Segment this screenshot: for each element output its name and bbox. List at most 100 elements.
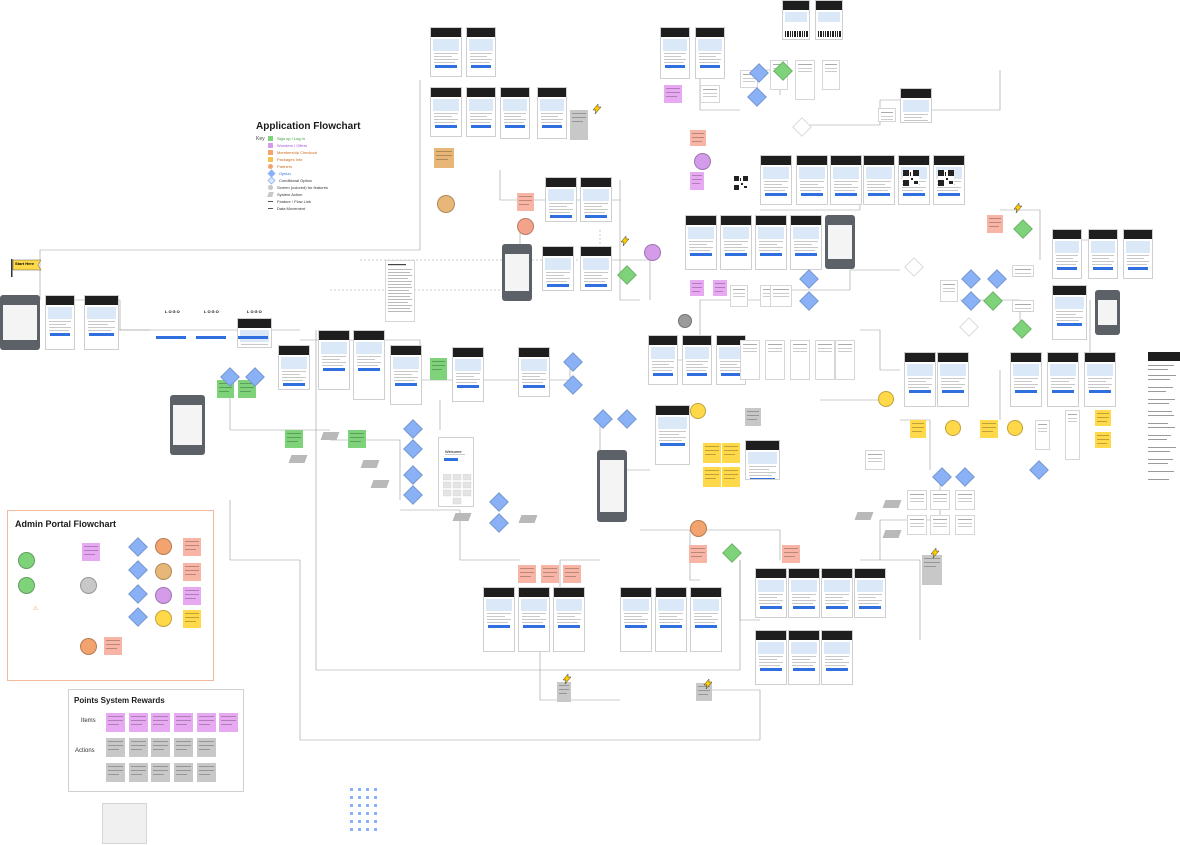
doc-card xyxy=(1065,410,1080,460)
sticky-note xyxy=(703,443,721,463)
key-item: System Action xyxy=(267,191,328,198)
wireframe-screen xyxy=(904,352,936,407)
qr-code-icon xyxy=(938,170,954,186)
admin-circle xyxy=(155,538,172,555)
sticky-note xyxy=(987,215,1003,233)
doc-card xyxy=(955,515,975,535)
reward-action-note xyxy=(106,738,125,757)
doc-card xyxy=(765,340,785,380)
admin-circle xyxy=(155,563,172,580)
doc-card xyxy=(865,450,885,470)
lightning-icon xyxy=(930,548,940,558)
wireframe-screen xyxy=(788,630,820,685)
wireframe-screen xyxy=(430,27,462,77)
sticky-note xyxy=(745,408,761,426)
key-item-label: Data Movement xyxy=(277,206,306,211)
key-item-label: Feature / Flow Link xyxy=(277,199,312,204)
admin-note xyxy=(183,610,201,628)
wireframe-screen xyxy=(900,88,932,123)
wireframe-screen xyxy=(353,330,385,400)
doc-card xyxy=(940,280,958,302)
phone-mockup xyxy=(502,244,532,301)
wireframe-screen xyxy=(685,215,717,270)
wireframe-screen xyxy=(84,295,119,350)
wireframe-screen xyxy=(1052,229,1082,279)
sticky-note xyxy=(430,358,447,380)
points-rewards-title: Points System Rewards xyxy=(74,696,165,705)
sticky-note xyxy=(690,130,706,146)
admin-circle xyxy=(155,587,172,604)
partner-circle xyxy=(437,195,455,213)
logo-label: LOGO xyxy=(204,309,220,314)
ticket-card xyxy=(815,0,843,40)
key-item-label: Membership Checkout xyxy=(277,150,318,155)
key-item-label: Screen (colored) for features xyxy=(277,185,328,190)
phone-mockup xyxy=(825,215,855,269)
reward-action-note xyxy=(129,763,148,782)
lightning-icon xyxy=(1013,203,1023,213)
wireframe-screen xyxy=(278,345,310,390)
doc-card xyxy=(770,285,792,307)
sticky-note xyxy=(541,565,559,583)
admin-note xyxy=(183,538,201,556)
start-here-label: Start Here xyxy=(15,261,35,266)
partner-circle xyxy=(694,153,711,170)
welcome-keypad-screen: Welcome xyxy=(438,437,474,507)
system-action xyxy=(370,480,390,488)
doc-card xyxy=(730,285,748,307)
key-item: Option xyxy=(267,169,328,178)
doc-card xyxy=(700,85,720,103)
system-action xyxy=(882,500,902,508)
reward-item-note xyxy=(219,713,238,732)
logo-button xyxy=(238,336,268,339)
wireframe-screen xyxy=(1123,229,1153,279)
wireframe-screen xyxy=(237,318,272,348)
sticky-note xyxy=(517,193,534,211)
lightning-icon xyxy=(703,679,713,689)
doc-card xyxy=(822,60,840,90)
doc-card xyxy=(790,340,810,380)
reward-action-note xyxy=(151,763,170,782)
key-item: Sign up / Log in xyxy=(268,135,328,142)
wireframe-screen xyxy=(1047,352,1079,407)
sticky-note xyxy=(910,420,926,438)
sticky-note xyxy=(664,85,682,103)
reward-item-note xyxy=(197,713,216,732)
wireframe-screen xyxy=(430,87,462,137)
sticky-note xyxy=(689,545,707,563)
wireframe-screen xyxy=(390,345,422,405)
key-swatch xyxy=(268,185,273,190)
key-item-label: Conditional Option xyxy=(279,178,312,183)
sticky-note xyxy=(782,545,800,563)
sticky-note xyxy=(518,565,536,583)
lightning-icon xyxy=(592,104,602,114)
reward-item-note xyxy=(106,713,125,732)
wireframe-screen xyxy=(45,295,75,350)
wireframe-screen xyxy=(821,568,853,618)
logo-label: LOGO xyxy=(165,309,181,314)
admin-note xyxy=(82,543,100,561)
partner-circle xyxy=(690,520,707,537)
items-row-label: Items xyxy=(81,718,96,724)
wireframe-screen xyxy=(537,87,567,139)
ticket-card xyxy=(782,0,810,40)
admin-circle xyxy=(80,638,97,655)
wireframe-screen xyxy=(452,347,484,402)
system-action xyxy=(288,455,308,463)
key-item: Wonders / Offers xyxy=(268,142,328,149)
doc-card xyxy=(907,490,927,510)
phone-mockup xyxy=(0,295,40,350)
doc-card xyxy=(835,340,855,380)
sticky-note xyxy=(980,420,998,438)
doc-card xyxy=(815,340,835,380)
wireframe-screen xyxy=(682,335,712,385)
admin-note xyxy=(183,563,201,581)
wireframe-screen xyxy=(500,87,530,139)
key-item: Partners xyxy=(268,163,328,170)
wireframe-screen xyxy=(655,405,690,465)
sticky-note xyxy=(713,280,727,296)
key-item: Membership Checkout xyxy=(268,149,328,156)
qr-code-icon xyxy=(734,176,748,190)
sticky-note xyxy=(696,683,712,701)
